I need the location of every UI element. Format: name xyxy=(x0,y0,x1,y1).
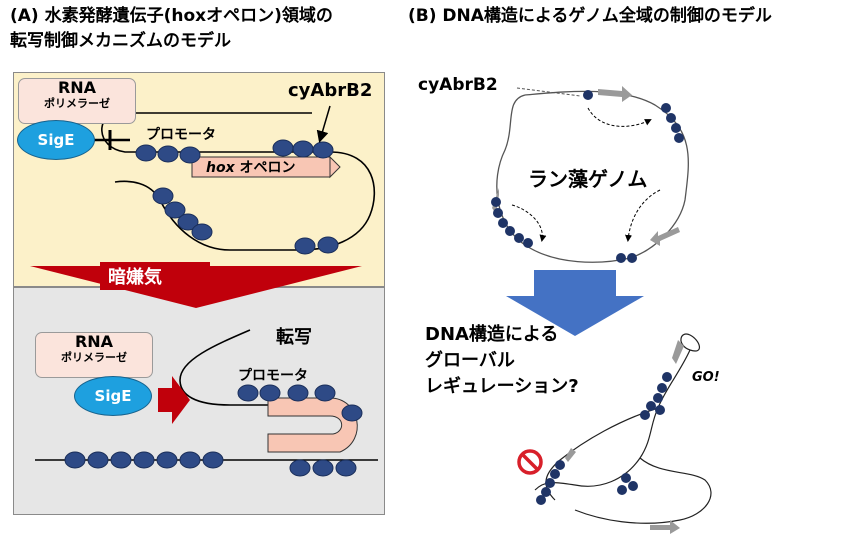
rna-polymerase-box-top: RNA ポリメラーゼ xyxy=(18,78,136,124)
global-regulation-question: DNA構造による グローバル レギュレーション? xyxy=(425,324,579,397)
promoter-label-bottom: プロモータ xyxy=(238,368,308,384)
model-transition-arrow xyxy=(506,270,644,336)
dark-anaerobic-label: 暗嫌気 xyxy=(108,267,162,288)
dna-loop-repressed xyxy=(101,112,376,251)
genome-label: ラン藻ゲノム xyxy=(528,167,648,191)
cyabrb2-label-genome: cyAbrB2 xyxy=(418,75,498,95)
cyabrb2-proteins-bottom xyxy=(64,384,363,477)
hox-operon-unwound xyxy=(267,397,358,453)
go-label: GO! xyxy=(692,370,720,385)
cyabrb2-label-top: cyAbrB2 xyxy=(288,80,373,101)
rna-polymerase-sub: ポリメラーゼ xyxy=(61,351,127,364)
panel-a-title-line2: 転写制御メカニズムのモデル xyxy=(10,31,231,51)
cyabrb2-proteins-top xyxy=(135,139,339,255)
genome-gene-arrows xyxy=(492,86,680,246)
looping-arrows xyxy=(511,107,661,242)
panel-a-title-line1: (A) 水素発酵遺伝子(hoxオペロン)領域の xyxy=(10,6,333,26)
activation-arrow xyxy=(158,376,190,424)
promoter-label-top: プロモータ xyxy=(146,127,216,143)
genome-cyabrb2-dots xyxy=(491,90,684,263)
hox-operon-label-top: hox オペロン xyxy=(206,160,296,176)
rna-polymerase-box-bottom: RNA ポリメラーゼ xyxy=(35,332,153,378)
tangled-cyabrb2-dots xyxy=(536,372,672,505)
transcription-label: 転写 xyxy=(276,327,312,348)
panel-b-title: (B) DNA構造によるゲノム全域の制御のモデル xyxy=(408,6,772,26)
tangled-gene-arrows xyxy=(565,340,684,534)
rna-label: RNA xyxy=(74,332,114,351)
sige-factor-top: SigE xyxy=(17,120,95,160)
rna-label: RNA xyxy=(57,78,97,97)
sige-factor-bottom: SigE xyxy=(74,376,152,416)
no-entry-icon xyxy=(517,449,543,475)
rna-polymerase-sub: ポリメラーゼ xyxy=(44,97,110,110)
